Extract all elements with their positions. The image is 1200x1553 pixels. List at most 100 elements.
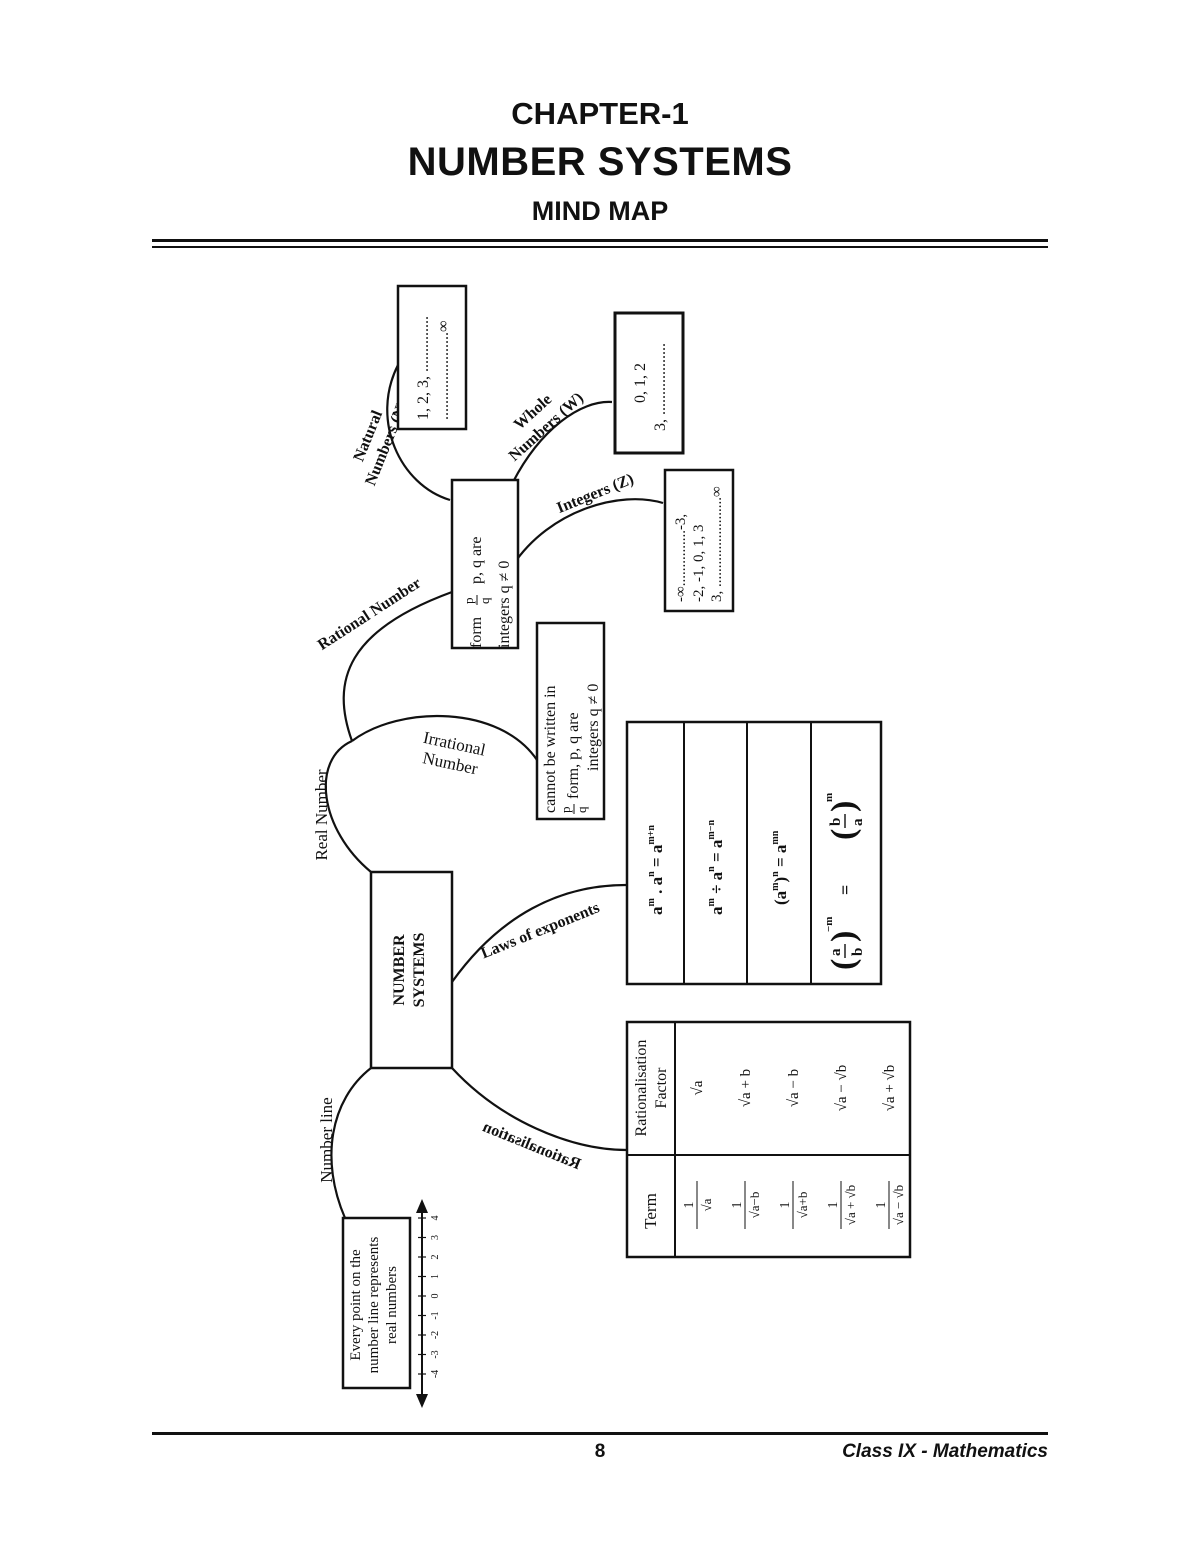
svg-text:-2, -1, 0, 1, 3: -2, -1, 0, 1, 3 [691,525,707,603]
rationalisation-term: 1√a+b [778,1181,810,1229]
rationalisation-factor: √a + b [738,1069,754,1107]
svg-text:√a−b: √a−b [747,1192,762,1219]
exponent-law-1: am . an = am+n [646,825,666,915]
svg-text:form, p, q are: form, p, q are [565,712,582,799]
svg-text:1: 1 [826,1202,841,1209]
svg-text:a: a [828,948,844,956]
svg-text:am ÷ an = am−n: am ÷ an = am−n [706,820,726,915]
svg-text:SYSTEMS: SYSTEMS [411,933,428,1008]
svg-text:√a+b: √a+b [795,1192,810,1219]
svg-text:-∞...............-3,: -∞...............-3, [673,514,689,602]
svg-text:3, ........................∞: 3, ........................∞ [709,486,725,602]
center-label: NUMBER SYSTEMS [391,933,428,1008]
header-rule-bottom [152,246,1048,248]
svg-text:real numbers: real numbers [384,1266,400,1344]
number-line [416,1199,428,1408]
number-line-tick-label: -1 [430,1311,441,1319]
number-line-tick-label: 2 [430,1255,441,1260]
page-title: NUMBER SYSTEMS [407,140,793,184]
number-line-tick-label: 3 [430,1235,441,1240]
number-line-box-text: Every point on the number line represent… [348,1237,400,1374]
exponent-laws-table [625,720,883,986]
svg-text:integers q ≠ 0: integers q ≠ 0 [585,684,602,771]
rationalisation-factor: √a + √b [882,1065,898,1112]
whole-numbers-box-text: 0, 1, 2 3, .................. [632,343,669,431]
rationalisation-factor: √a − b [786,1069,802,1107]
branch-whole-numbers: Whole Numbers (W) [506,389,587,464]
svg-text:(am)n = amn: (am)n = amn [770,830,790,905]
branch-irrational-number: Irrational Number [421,728,488,779]
svg-text:p: p [461,598,476,605]
exponent-law-3: (am)n = amn [770,830,790,905]
svg-text:a: a [850,818,866,826]
center-box [369,870,454,1070]
branch-real-number: Real Number [312,769,331,860]
svg-text:1: 1 [730,1202,745,1209]
svg-text:Every point on the: Every point on the [348,1249,364,1361]
branch-laws-of-exponents: Laws of exponents [479,899,602,962]
branch-integers: Integers (Z) [554,471,636,517]
rationalisation-term: 1√a−b [730,1181,762,1229]
number-line-tick-label: -3 [430,1350,441,1358]
svg-text:1: 1 [682,1202,697,1209]
number-line-tick-label: -2 [430,1331,441,1339]
rational-box-text: form p q p, q are integers q ≠ 0 [461,536,513,648]
svg-text:√a: √a [699,1198,714,1211]
svg-text:(: ( [825,829,862,840]
svg-text:NUMBER: NUMBER [391,934,408,1006]
number-line-box [341,1216,412,1390]
page-subtitle: MIND MAP [531,196,669,226]
number-line-tick-label: 0 [430,1294,441,1299]
natural-numbers-box-text: 1, 2, 3, .............. ................… [415,316,452,420]
svg-text:1, 2, 3, ..............: 1, 2, 3, .............. [415,316,432,420]
svg-text:am . an = am+n: am . an = am+n [646,825,666,915]
rationalisation-term: 1√a [682,1181,714,1229]
svg-text:): ) [825,801,862,812]
rationalisation-table [625,1020,912,1259]
svg-text:m: m [823,793,835,802]
svg-text:√a + √b: √a + √b [843,1185,858,1225]
rationalisation-term: 1√a − √b [874,1181,906,1229]
number-line-tick-label: 4 [430,1216,441,1221]
integers-box [663,468,735,613]
whole-numbers-box [613,311,685,455]
exponent-law-4: ( a b ) −m = ( b a ) m [823,793,866,970]
svg-text:b: b [850,948,866,956]
branch-number-line: Number line [317,1097,336,1182]
branch-lines [324,364,664,1219]
svg-text:integers q ≠ 0: integers q ≠ 0 [496,561,513,648]
svg-text:√a − √b: √a − √b [891,1185,906,1225]
branch-rational-number: Rational Number [315,575,425,654]
page-number: 8 [594,1441,606,1462]
number-line-tick-label: 1 [430,1274,441,1279]
svg-text:0, 1, 2: 0, 1, 2 [632,363,649,403]
svg-text:1: 1 [874,1202,889,1209]
svg-text:(: ( [825,959,862,970]
svg-text:Rationalisation: Rationalisation [633,1040,650,1137]
svg-text:1: 1 [778,1202,793,1209]
svg-text:−m: −m [823,917,835,932]
svg-text:form: form [468,616,485,648]
rationalisation-factor: √a [690,1080,706,1095]
svg-text:=: = [835,885,855,895]
rationalisation-factor: √a − √b [834,1065,850,1112]
svg-text:b: b [828,818,844,826]
svg-text:q: q [477,597,492,604]
footer-rule [152,1432,1048,1435]
exponent-law-2: am ÷ an = am−n [706,820,726,915]
rationalisation-rows: 1√a√a1√a−b√a + b1√a+b√a − b1√a + √b√a − … [682,1065,906,1229]
irrational-box-text: cannot be written in p q form, p, q are … [542,684,602,814]
svg-text:Factor: Factor [653,1067,670,1109]
svg-text:number line represents: number line represents [366,1237,382,1374]
rationalisation-term: 1√a + √b [826,1181,858,1229]
chapter-label: CHAPTER-1 [511,96,689,131]
svg-text:3, ..................: 3, .................. [652,343,669,431]
svg-text:......................∞: ......................∞ [435,321,452,420]
integers-box-text: -∞...............-3, -2, -1, 0, 1, 3 3, … [673,486,725,602]
svg-text:p, q are: p, q are [468,536,485,584]
footer-subject: Class IX - Mathematics [842,1441,1048,1462]
rational-box [450,478,520,650]
header-rule-top [152,239,1048,242]
